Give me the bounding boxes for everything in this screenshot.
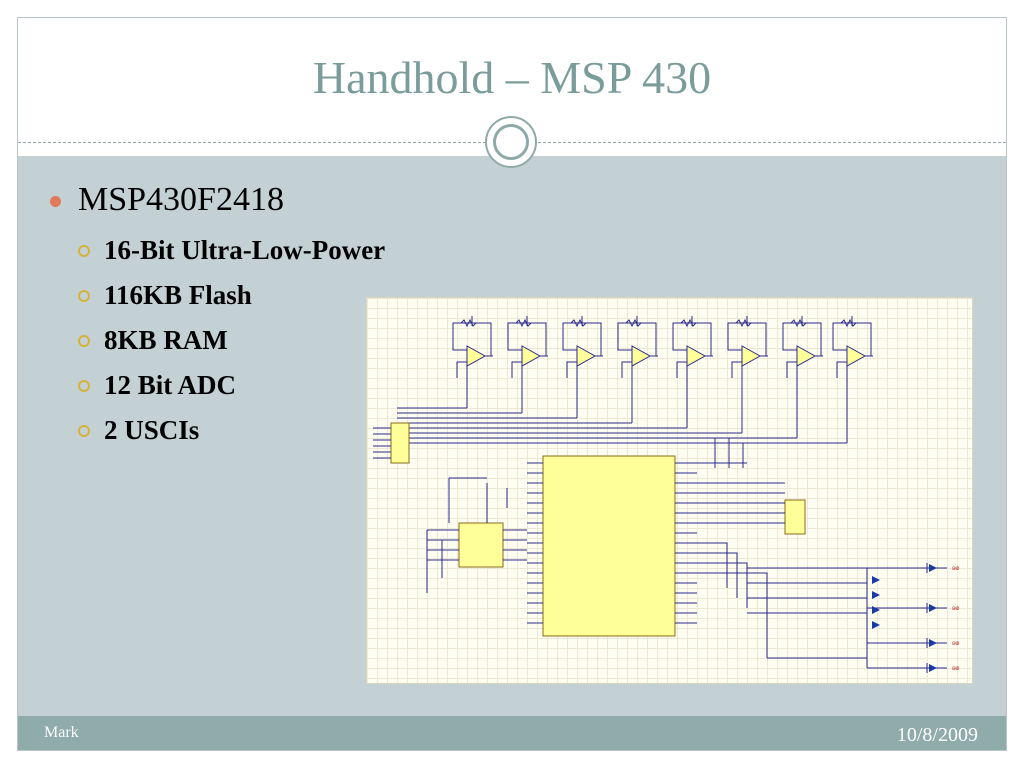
opamp-symbol <box>466 345 487 367</box>
sub-bullet-5: 2 USCIs <box>78 412 199 448</box>
opamp-symbol <box>741 345 762 367</box>
sub-bullet-2: 116KB Flash <box>78 277 252 313</box>
opamp-symbol <box>796 345 817 367</box>
slide-frame <box>17 17 1007 751</box>
svg-text:GND: GND <box>952 566 960 571</box>
footer-author: Mark <box>44 724 79 741</box>
opamp-wiring <box>507 316 548 378</box>
opamp-wiring <box>672 316 713 378</box>
opamp-wiring <box>562 316 603 378</box>
resistor-symbol <box>840 318 857 328</box>
circuit-schematic-image: GND GND GND GND <box>366 297 973 684</box>
sub-bullet-1: 16-Bit Ultra-Low-Power <box>78 232 385 268</box>
ring-bullet-icon <box>78 289 90 302</box>
footer-date: 10/8/2009 <box>896 724 978 746</box>
slide-title: Handhold – MSP 430 <box>312 52 712 103</box>
opamp-wiring <box>782 316 823 378</box>
resistor-symbol <box>735 318 752 328</box>
sub-bullet-text: 12 Bit ADC <box>104 370 237 400</box>
resistor-symbol <box>625 318 642 328</box>
ring-bullet-icon <box>78 244 90 257</box>
opamp-symbol <box>631 345 652 367</box>
opamp-wiring <box>452 316 493 378</box>
sub-bullet-4: 12 Bit ADC <box>78 367 236 403</box>
ring-bullet-icon <box>78 424 90 437</box>
opamp-wiring <box>727 316 768 378</box>
opamp-wiring <box>832 316 873 378</box>
sub-bullet-text: 8KB RAM <box>104 325 228 355</box>
double-circle-ornament-icon <box>485 116 537 168</box>
resistor-symbol <box>460 318 477 328</box>
svg-text:GND: GND <box>952 666 960 671</box>
ring-bullet-icon <box>78 379 90 392</box>
sub-bullet-3: 8KB RAM <box>78 322 228 358</box>
resistor-symbol <box>515 318 532 328</box>
opamp-symbol <box>576 345 597 367</box>
resistor-symbol <box>680 318 697 328</box>
opamp-wiring <box>617 316 658 378</box>
sub-bullet-text: 16-Bit Ultra-Low-Power <box>104 235 386 265</box>
svg-text:GND: GND <box>952 641 960 646</box>
resistor-symbol <box>790 318 807 328</box>
ornament-inner-ring <box>493 124 529 160</box>
slide-footer <box>18 716 1006 750</box>
sub-bullet-text: 116KB Flash <box>104 280 252 310</box>
bullet-main: MSP430F2418 <box>50 178 284 222</box>
sub-bullet-text: 2 USCIs <box>104 415 200 445</box>
resistor-symbol <box>570 318 587 328</box>
filled-circle-bullet-icon <box>50 196 61 207</box>
bullet-main-text: MSP430F2418 <box>78 181 284 218</box>
opamp-symbol <box>846 345 867 367</box>
opamp-symbol <box>521 345 542 367</box>
ring-bullet-icon <box>78 334 90 347</box>
svg-text:GND: GND <box>952 606 960 611</box>
opamp-symbol <box>686 345 707 367</box>
schematic-drawing: GND GND GND GND <box>373 316 960 673</box>
